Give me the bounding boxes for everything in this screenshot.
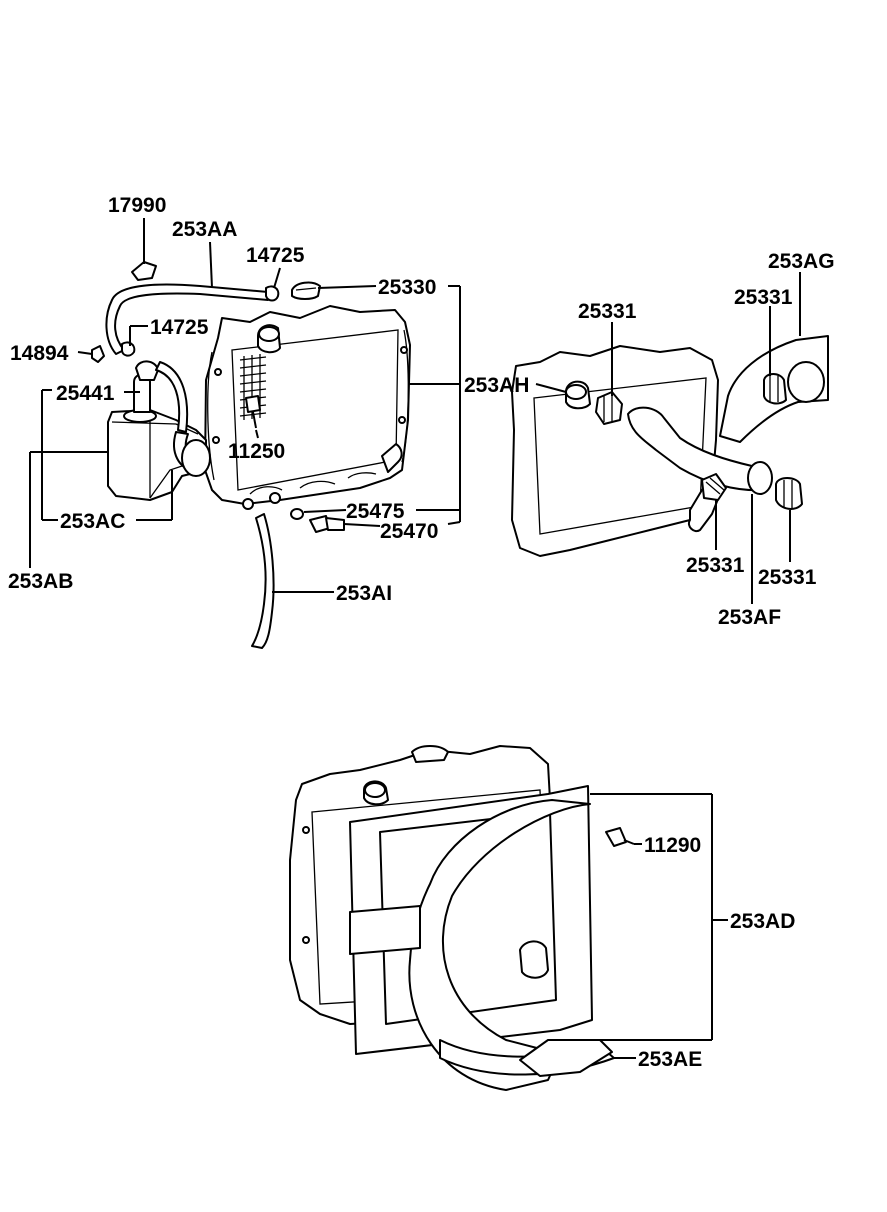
label-253AI: 253AI xyxy=(336,582,392,605)
label-253AH: 253AH xyxy=(464,374,529,397)
label-25331-c: 25331 xyxy=(686,554,745,577)
label-253AF: 253AF xyxy=(718,606,781,629)
drain-hose xyxy=(251,513,275,649)
label-17990: 17990 xyxy=(108,194,166,217)
label-25330: 25330 xyxy=(378,276,436,299)
radiator-assembly xyxy=(204,305,411,510)
leader-lines xyxy=(29,218,801,1059)
label-25331-b: 25331 xyxy=(734,286,793,309)
hose-253AG xyxy=(719,335,829,443)
clip-17990 xyxy=(131,261,157,281)
upper-radiator-hose xyxy=(595,391,803,510)
radiator-cap xyxy=(291,281,321,300)
label-25475: 25475 xyxy=(346,500,405,523)
label-14725-mid: 14725 xyxy=(150,316,209,339)
label-253AC: 253AC xyxy=(60,510,125,533)
label-25331-a: 25331 xyxy=(578,300,637,323)
label-253AE: 253AE xyxy=(638,1048,702,1071)
radiator-outline-right xyxy=(511,345,719,557)
label-14894: 14894 xyxy=(10,342,69,365)
lower-radiator-hose xyxy=(688,473,727,532)
label-11290: 11290 xyxy=(644,834,701,857)
label-25441: 25441 xyxy=(56,382,115,405)
reservoir-tank xyxy=(107,360,211,501)
label-253AA: 253AA xyxy=(172,218,237,241)
label-11250: 11250 xyxy=(228,440,285,463)
label-25470: 25470 xyxy=(380,520,438,543)
label-253AG: 253AG xyxy=(768,250,835,273)
label-253AB: 253AB xyxy=(8,570,73,593)
label-253AD: 253AD xyxy=(730,910,795,933)
label-14725-top: 14725 xyxy=(246,244,305,267)
overflow-hose xyxy=(105,283,280,357)
fan-shroud xyxy=(349,785,635,1091)
clip-14894 xyxy=(91,345,105,363)
drain-plug xyxy=(290,508,345,533)
part-labels: 17990 253AA 14725 25330 14725 14894 2544… xyxy=(8,194,835,1071)
label-25331-d: 25331 xyxy=(758,566,817,589)
